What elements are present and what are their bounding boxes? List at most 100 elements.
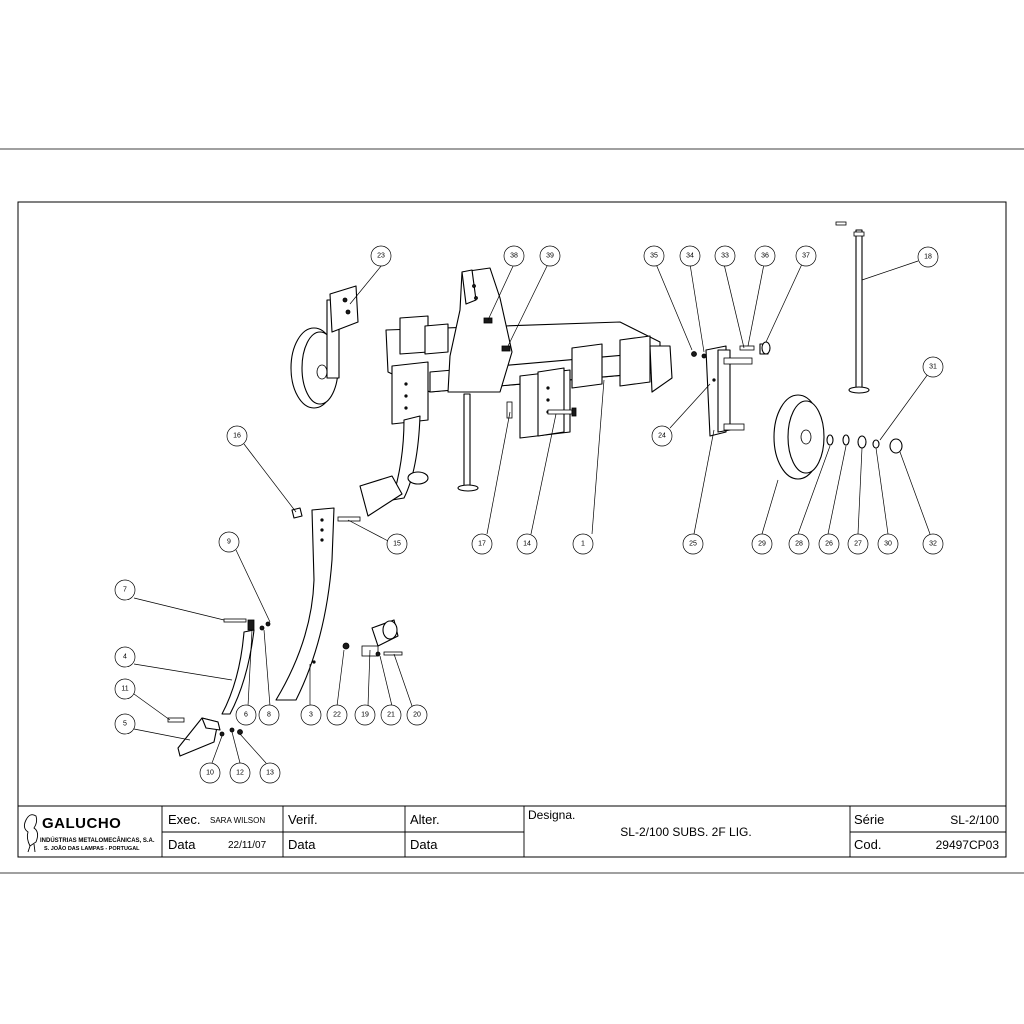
callout-33: 33	[714, 245, 736, 267]
svg-text:5: 5	[123, 721, 127, 728]
callout-13: 13	[259, 762, 281, 784]
svg-text:34: 34	[686, 253, 694, 260]
callout-26: 26	[818, 533, 840, 555]
svg-text:28: 28	[795, 541, 803, 548]
svg-text:20: 20	[413, 712, 421, 719]
bolt-14	[547, 407, 577, 417]
verif-label: Verif.	[288, 812, 318, 827]
pin-15	[337, 516, 361, 522]
svg-text:14: 14	[523, 541, 531, 548]
svg-text:30: 30	[884, 541, 892, 548]
callout-23: 23	[370, 245, 392, 267]
callout-27: 27	[847, 533, 869, 555]
main-frame	[385, 267, 673, 492]
callouts: 1 3 4 5 6 7 8 9 10 11 12 13 14 15 16 17 …	[114, 245, 944, 784]
data-label-3: Data	[410, 837, 438, 852]
company-line-2: S. JOÃO DAS LAMPAS - PORTUGAL	[44, 845, 140, 852]
rooster-icon	[23, 814, 39, 853]
hardware-10-12-13	[219, 727, 243, 737]
serie-label: Série	[854, 812, 884, 827]
svg-text:6: 6	[244, 712, 248, 719]
svg-text:17: 17	[478, 541, 486, 548]
leader-lines	[133, 260, 931, 764]
callout-30: 30	[877, 533, 899, 555]
wing-4	[221, 629, 255, 715]
point-5	[177, 717, 221, 757]
cod-label: Cod.	[854, 837, 881, 852]
callout-18: 18	[917, 246, 939, 268]
shaft-group-19-22	[342, 619, 403, 657]
wheel-arm-24-25	[705, 345, 753, 437]
hub-hardware-26-32	[826, 434, 903, 454]
data-label-1: Data	[168, 837, 196, 852]
pin-17	[506, 401, 513, 419]
svg-text:16: 16	[233, 433, 241, 440]
svg-text:19: 19	[361, 712, 369, 719]
svg-text:11: 11	[121, 686, 128, 693]
svg-text:25: 25	[689, 541, 697, 548]
callout-29: 29	[751, 533, 773, 555]
svg-text:15: 15	[393, 541, 401, 548]
svg-text:39: 39	[546, 253, 554, 260]
callout-34: 34	[679, 245, 701, 267]
pin-11	[167, 717, 185, 723]
svg-text:31: 31	[929, 364, 937, 371]
hardware-6-8-9	[247, 619, 271, 631]
company-logo: GALUCHO INDÚSTRIAS METALOMECÂNICAS, S.A.…	[23, 814, 155, 853]
callout-6: 6	[235, 704, 257, 726]
shank-3	[275, 507, 335, 701]
data-value-1: 22/11/07	[228, 840, 267, 851]
svg-text:36: 36	[761, 253, 769, 260]
callout-10: 10	[199, 762, 221, 784]
callout-7: 7	[114, 579, 136, 601]
svg-text:23: 23	[377, 253, 385, 260]
callout-19: 19	[354, 704, 376, 726]
svg-text:24: 24	[658, 433, 666, 440]
svg-text:18: 18	[924, 254, 932, 261]
svg-text:35: 35	[650, 253, 658, 260]
callout-32: 32	[922, 533, 944, 555]
callout-17: 17	[471, 533, 493, 555]
svg-text:10: 10	[206, 770, 214, 777]
callout-8: 8	[258, 704, 280, 726]
svg-text:1: 1	[581, 541, 585, 548]
svg-text:4: 4	[123, 654, 127, 661]
callout-22: 22	[326, 704, 348, 726]
callout-9: 9	[218, 531, 240, 553]
designa-label: Designa.	[528, 808, 575, 822]
svg-text:12: 12	[236, 770, 244, 777]
callout-31: 31	[922, 356, 944, 378]
callout-15: 15	[386, 533, 408, 555]
svg-text:22: 22	[333, 712, 341, 719]
svg-text:8: 8	[267, 712, 271, 719]
callout-5: 5	[114, 713, 136, 735]
callout-11: 11	[114, 678, 136, 700]
parking-stand-18	[835, 221, 870, 394]
callout-28: 28	[788, 533, 810, 555]
hardware-33-37	[691, 341, 771, 359]
callout-3: 3	[300, 704, 322, 726]
callout-39: 39	[539, 245, 561, 267]
callout-38: 38	[503, 245, 525, 267]
svg-text:38: 38	[510, 253, 518, 260]
svg-text:27: 27	[854, 541, 862, 548]
nut-16	[291, 507, 303, 519]
serie-value: SL-2/100	[950, 813, 999, 827]
data-label-2: Data	[288, 837, 316, 852]
callout-1: 1	[572, 533, 594, 555]
company-name: GALUCHO	[42, 815, 121, 832]
bolt-7	[223, 618, 247, 623]
exec-value: SARA WILSON	[210, 816, 265, 825]
exploded-view	[167, 221, 903, 757]
company-line-1: INDÚSTRIAS METALOMECÂNICAS, S.A.	[40, 837, 155, 844]
callout-36: 36	[754, 245, 776, 267]
svg-text:29: 29	[758, 541, 766, 548]
svg-text:32: 32	[929, 541, 937, 548]
callout-25: 25	[682, 533, 704, 555]
exec-label: Exec.	[168, 812, 201, 827]
transport-wheel-29	[773, 394, 825, 480]
callout-4: 4	[114, 646, 136, 668]
cod-value: 29497CP03	[936, 838, 1000, 852]
depth-wheel-left	[290, 285, 359, 409]
